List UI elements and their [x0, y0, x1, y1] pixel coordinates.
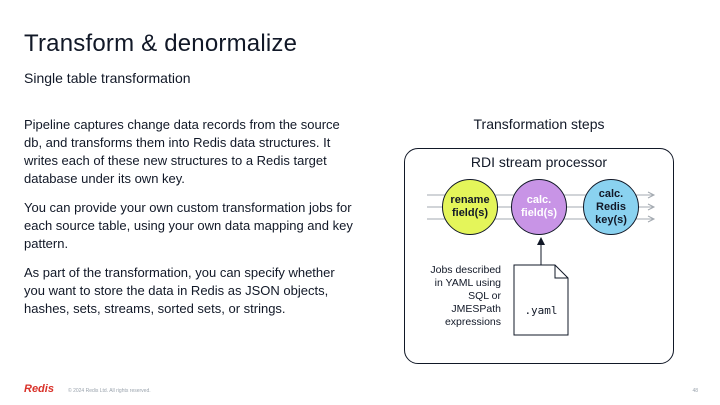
- paragraph-2: You can provide your own custom transfor…: [24, 200, 353, 251]
- rdi-box-title: RDI stream processor: [470, 154, 608, 170]
- slide-subtitle: Single table transformation: [24, 70, 191, 86]
- step-calc-fields-label: calc. field(s): [520, 194, 558, 219]
- redis-logo: Redis: [24, 383, 54, 395]
- step-rename-fields-label: rename field(s): [450, 194, 490, 219]
- jobs-description: Jobs described in YAML using SQL or JMES…: [430, 264, 501, 328]
- document-icon: [513, 264, 569, 336]
- yaml-to-step-arrow: [537, 237, 545, 265]
- page-number: 48: [692, 388, 698, 394]
- step-calc-redis-keys-label: calc. Redis key(s): [595, 187, 627, 226]
- paragraph-3: As part of the transformation, you can s…: [24, 265, 335, 316]
- yaml-file-label: .yaml: [524, 304, 558, 317]
- step-calc-redis-keys: calc. Redis key(s): [583, 179, 639, 235]
- slide-title: Transform & denormalize: [24, 30, 298, 57]
- step-rename-fields: rename field(s): [442, 179, 498, 235]
- diagram-heading: Transformation steps: [473, 116, 605, 132]
- step-calc-fields: calc. field(s): [511, 179, 567, 235]
- rdi-stream-processor-box: RDI stream processor rename field(s) cal…: [404, 148, 674, 364]
- yaml-file-icon: .yaml: [513, 264, 569, 336]
- footer-copyright: © 2024 Redis Ltd. All rights reserved.: [68, 388, 151, 394]
- paragraph-1: Pipeline captures change data records fr…: [24, 117, 340, 186]
- body-text: Pipeline captures change data records fr…: [24, 116, 354, 329]
